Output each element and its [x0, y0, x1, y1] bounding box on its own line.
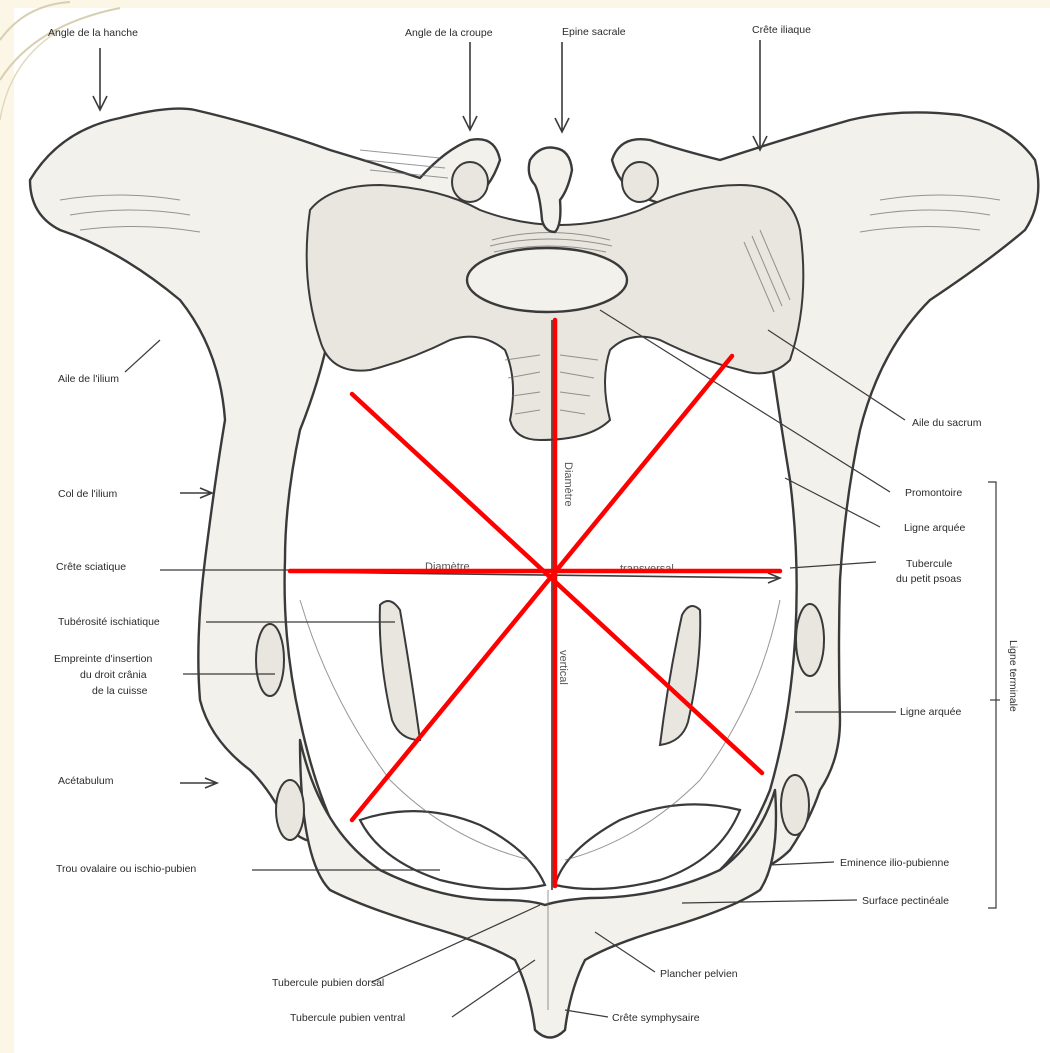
label-promontoire: Promontoire: [905, 487, 962, 499]
label-trou-ovalaire: Trou ovalaire ou ischio-pubien: [56, 863, 196, 875]
label-crete-iliaque: Crête iliaque: [752, 24, 811, 36]
label-angle-hanche: Angle de la hanche: [48, 27, 138, 39]
label-plancher: Plancher pelvien: [660, 968, 738, 980]
label-tubercule-psoas-1: Tubercule: [906, 558, 952, 570]
sacral-spine: [529, 148, 572, 233]
label-empreinte-1: Empreinte d'insertion: [54, 653, 152, 665]
label-ligne-terminale: Ligne terminale: [1007, 640, 1019, 712]
label-tubercule-ventral: Tubercule pubien ventral: [290, 1012, 405, 1024]
label-crete-symphysaire: Crête symphysaire: [612, 1012, 700, 1024]
left-acetabulum: [256, 624, 284, 696]
right-croupe-knob: [622, 162, 658, 202]
label-tuberosite: Tubérosité ischiatique: [58, 616, 160, 628]
left-lower-knob: [276, 780, 304, 840]
label-col-ilium: Col de l'ilium: [58, 488, 117, 500]
label-surface: Surface pectinéale: [862, 895, 949, 907]
vertical-lower-text: vertical: [557, 650, 569, 685]
label-angle-croupe: Angle de la croupe: [405, 27, 493, 39]
label-crete-sciatique: Crête sciatique: [56, 561, 126, 573]
label-acetabulum: Acétabulum: [58, 775, 114, 787]
transversal-arrow: [300, 572, 780, 583]
label-empreinte-3: de la cuisse: [92, 685, 148, 697]
sacral-promontory: [467, 248, 627, 312]
right-ischial-spine: [660, 606, 700, 745]
corner-ornament: [0, 2, 120, 120]
diametre-vertical-text: Diamètre: [562, 462, 574, 507]
right-lower-knob: [781, 775, 809, 835]
right-acetabulum: [796, 604, 824, 676]
label-tubercule-psoas-2: du petit psoas: [896, 573, 961, 585]
left-croupe-knob: [452, 162, 488, 202]
label-ligne-arquee-2: Ligne arquée: [900, 706, 961, 718]
label-ligne-arquee-1: Ligne arquée: [904, 522, 965, 534]
label-aile-sacrum: Aile du sacrum: [912, 417, 982, 429]
label-empreinte-2: du droit crânia: [80, 669, 147, 681]
label-eminence: Eminence ilio-pubienne: [840, 857, 949, 869]
label-tubercule-dorsal: Tubercule pubien dorsal: [272, 977, 384, 989]
label-epine-sacrale: Epine sacrale: [562, 26, 626, 38]
pubic-floor: [300, 740, 776, 1038]
label-aile-ilium: Aile de l'ilium: [58, 373, 119, 385]
